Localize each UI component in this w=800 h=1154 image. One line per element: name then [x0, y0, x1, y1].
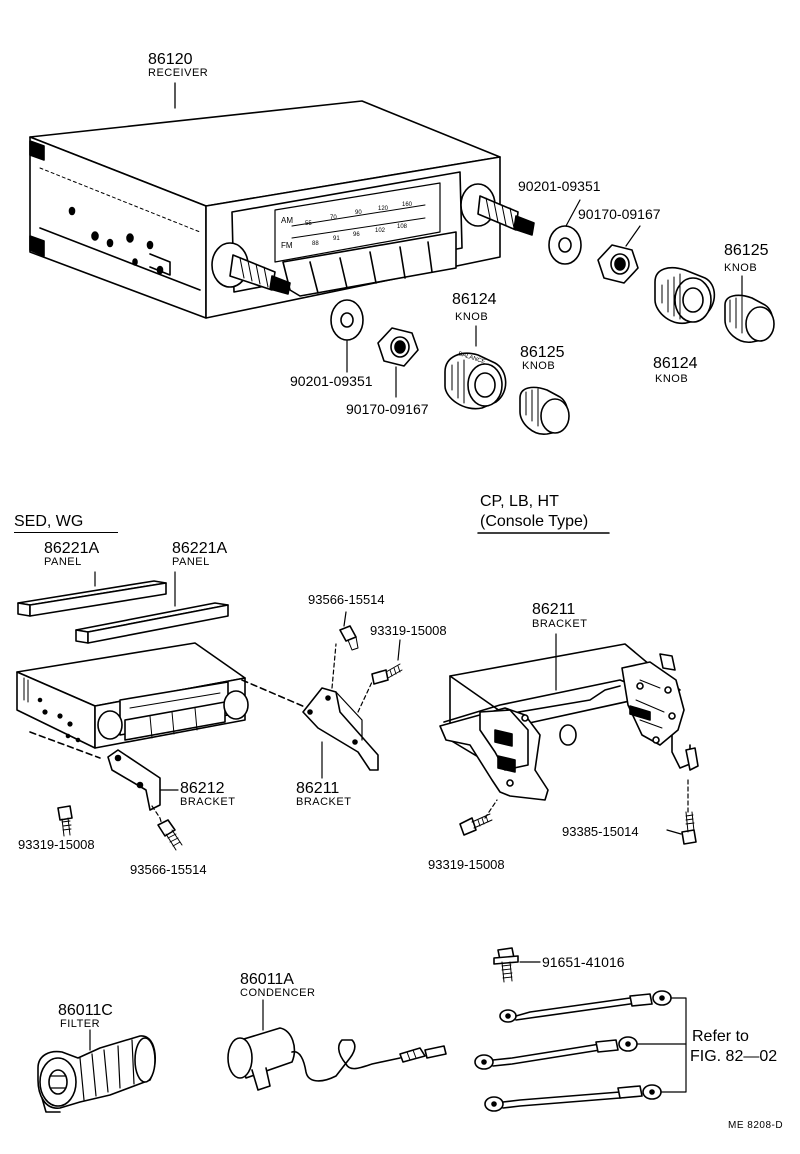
section-heading-sed-wg: SED, WG [14, 514, 118, 533]
part-number-90170-09167: 90170-09167 [346, 401, 429, 417]
part-number-86211: 86211 [532, 601, 576, 618]
knob-86124-right [654, 266, 716, 325]
part-number-86221a: 86221A [172, 540, 228, 557]
dial-fm-tick: 91 [333, 236, 340, 242]
part-number-93566-15514: 93566-15514 [130, 862, 207, 877]
part-number-86125: 86125 [724, 242, 769, 259]
washer-90201-left [330, 299, 364, 373]
dial-fm-text: FM [281, 241, 293, 250]
part-desc-bracket: BRACKET [296, 796, 352, 808]
part-number-93566-15514: 93566-15514 [308, 592, 385, 607]
part-desc-knob: KNOB [455, 311, 489, 323]
part-number-93319-15008: 93319-15008 [370, 623, 447, 638]
part-desc-bracket: BRACKET [532, 618, 588, 630]
knob-86124-left [444, 325, 507, 410]
part-number-86212: 86212 [180, 780, 225, 797]
part-number-86221a: 86221A [44, 540, 100, 557]
part-number-90201-09351: 90201-09351 [518, 178, 601, 194]
dial-fm-tick: 102 [375, 228, 386, 234]
part-number-86125: 86125 [520, 344, 565, 361]
refer-bracket [660, 997, 687, 1093]
bracket-86212 [107, 749, 179, 826]
dial-am-text: AM [281, 216, 293, 225]
part-number-91651-41016: 91651-41016 [542, 954, 625, 970]
filter-86011c [37, 1029, 156, 1113]
part-number-90201-09351: 90201-09351 [290, 373, 373, 389]
dial-fm-tick: 88 [312, 241, 319, 247]
bolt-93319-mid [371, 639, 403, 685]
condencer-86011a [227, 999, 447, 1091]
bracket-86211-left [302, 643, 379, 779]
bolt-93566-left [157, 819, 183, 851]
bolt-93385-console [666, 811, 697, 845]
bracket-86211-console [439, 633, 699, 819]
part-desc-knob: KNOB [724, 262, 758, 274]
part-number-90170-09167: 90170-09167 [578, 206, 661, 222]
part-number-86124: 86124 [653, 355, 698, 372]
part-desc-receiver: RECEIVER [148, 67, 209, 79]
part-number-93385-15014: 93385-15014 [562, 824, 639, 839]
dial-fm-tick: 108 [397, 224, 408, 230]
dial-fm-tick: 96 [353, 232, 360, 238]
refer-to-text: Refer to [692, 1028, 749, 1045]
part-desc-condencer: CONDENCER [240, 987, 316, 999]
dial-am-tick: 160 [402, 202, 413, 208]
nut-90170-left [377, 327, 419, 398]
part-desc-panel: PANEL [172, 556, 210, 568]
panel-86221a-2 [75, 571, 229, 644]
dial-am-tick: 120 [378, 206, 389, 212]
part-number-93319-15008: 93319-15008 [428, 857, 505, 872]
ground-strap-3 [484, 1084, 662, 1112]
receiver-86120 [29, 100, 535, 319]
washer-90201-right [548, 199, 582, 265]
bolt-93566-mid [339, 611, 359, 651]
part-desc-filter: FILTER [60, 1018, 101, 1030]
part-number-86124: 86124 [452, 291, 497, 308]
part-desc-panel: PANEL [44, 556, 82, 568]
dial-am-tick: 55 [305, 221, 312, 227]
receiver-small [16, 642, 306, 759]
section-heading-cp-lb-ht: CP, LB, HT [480, 493, 559, 510]
drawing-code: ME 8208-D [728, 1120, 784, 1131]
section-subheading-console: (Console Type) [480, 513, 589, 530]
part-number-86011a: 86011A [240, 971, 294, 988]
dial-am-tick: 90 [355, 210, 362, 216]
part-number-86120: 86120 [148, 51, 193, 68]
ground-strap-1 [499, 990, 672, 1023]
bolt-93319-console [459, 813, 493, 836]
knob-86125-left [519, 386, 570, 435]
bolt-91651 [493, 947, 541, 983]
panel-86221a-1 [17, 571, 167, 617]
part-number-86211: 86211 [296, 780, 340, 797]
knob-86125-right [724, 275, 775, 343]
part-desc-knob: KNOB [655, 373, 689, 385]
dial-am-tick: 70 [330, 215, 337, 221]
nut-90170-right [597, 225, 641, 284]
part-number-86011c: 86011C [58, 1002, 113, 1019]
part-number-93319-15008: 93319-15008 [18, 837, 95, 852]
figure-reference: FIG. 82—02 [690, 1048, 778, 1065]
bolt-93319-left [57, 805, 73, 837]
part-desc-knob: KNOB [522, 360, 556, 372]
ground-strap-2 [474, 1036, 638, 1070]
part-desc-bracket: BRACKET [180, 796, 236, 808]
